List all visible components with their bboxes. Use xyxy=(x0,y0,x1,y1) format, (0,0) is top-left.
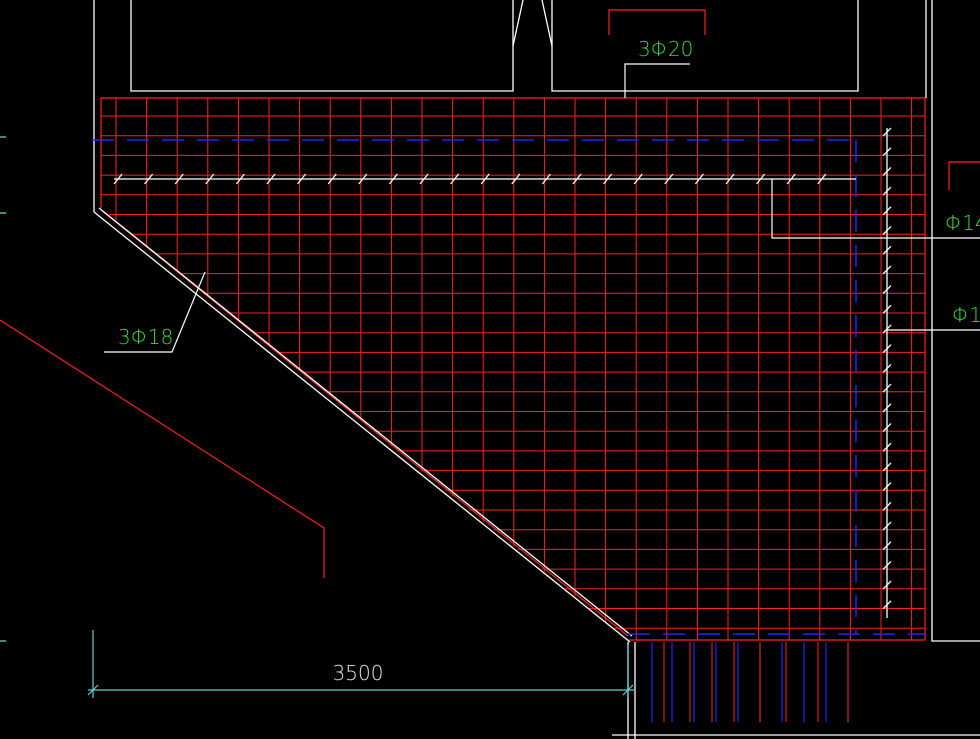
rebar-tick xyxy=(235,173,245,185)
rebar-tick xyxy=(882,344,892,354)
rebar-tick xyxy=(882,206,892,216)
rebar-tick xyxy=(882,226,892,235)
rebar-tick xyxy=(144,173,154,185)
leaders xyxy=(104,63,980,353)
rebar-tick xyxy=(882,324,892,334)
haunch-inner-line xyxy=(98,207,633,637)
rebar-tick xyxy=(882,560,892,570)
rebar-tick xyxy=(603,173,613,185)
rebar-tick xyxy=(882,245,892,255)
rebar-tick xyxy=(882,147,892,157)
rebar-tick xyxy=(266,173,276,185)
dimension-3500 xyxy=(87,630,634,698)
rebar-tick xyxy=(882,423,892,432)
rebar-tick xyxy=(388,173,398,185)
rebar-tick xyxy=(664,173,674,185)
dim-tick-right xyxy=(622,684,634,696)
center-taper-left xyxy=(512,0,524,47)
rebar-tick xyxy=(882,265,892,275)
grid-marks xyxy=(0,136,6,642)
leader-diagonal-bar xyxy=(104,271,206,353)
rebar-tick xyxy=(882,363,892,373)
rebar-tick xyxy=(694,173,704,185)
rebar-tick xyxy=(882,580,892,590)
rebar-tick xyxy=(882,285,892,295)
rebar-tick xyxy=(633,173,643,185)
center-taper-right xyxy=(541,0,553,47)
rebar-tick xyxy=(882,501,892,511)
label-diagonal-bar: 3Φ18 xyxy=(118,325,173,349)
dim-tick-left xyxy=(87,684,99,696)
rebar-tick xyxy=(882,383,892,393)
leader-right-upper xyxy=(771,179,980,239)
mesh-boundary xyxy=(100,97,926,641)
rebar-tick xyxy=(725,173,735,185)
label-right-upper: Φ14 xyxy=(945,211,980,235)
rebar-tick xyxy=(786,173,796,185)
rebar-tick xyxy=(205,173,215,185)
rebar-tick xyxy=(882,442,892,452)
rebar-tick xyxy=(541,173,551,185)
right-column-outer xyxy=(931,0,980,642)
column-red-lines xyxy=(663,642,849,722)
rebar-tick xyxy=(882,166,892,176)
rebar-tick xyxy=(817,173,827,185)
rebar-tick xyxy=(882,403,892,413)
right-bar-bracket xyxy=(948,161,980,190)
diagonal-bar-line xyxy=(0,319,325,578)
rebar-right-ticks xyxy=(882,127,892,610)
rebar-tick xyxy=(113,173,123,185)
rebar-tick xyxy=(882,462,892,472)
rebar-tick xyxy=(358,173,368,185)
rebar-top-ticks xyxy=(113,173,827,185)
label-right-lower: Φ14 xyxy=(952,303,980,327)
rebar-tick xyxy=(297,173,307,185)
rebar-tick xyxy=(882,304,892,314)
rebar-tick xyxy=(511,173,521,185)
rebar-tick xyxy=(174,173,184,185)
label-top-bar: 3Φ20 xyxy=(638,37,693,61)
rebar-tick xyxy=(327,173,337,185)
rebar-tick xyxy=(419,173,429,185)
rebar-tick xyxy=(882,541,892,551)
hidden-lines xyxy=(92,139,925,635)
rebar-tick xyxy=(480,173,490,185)
mesh-diagonal-edge xyxy=(100,209,629,637)
rebar-tick xyxy=(450,173,460,185)
top-bar-bracket xyxy=(608,9,706,35)
red-annotations xyxy=(0,9,980,578)
rebar-tick xyxy=(882,600,892,610)
rebar-tick xyxy=(882,186,892,196)
rebar-top xyxy=(113,173,856,185)
rebar-tick xyxy=(882,521,892,531)
rebar-right xyxy=(882,127,892,618)
leader-top-bar xyxy=(624,63,690,98)
rebar-tick xyxy=(572,173,582,185)
dimension-text: 3500 xyxy=(333,661,384,685)
haunch-edge-line xyxy=(93,211,631,643)
rebar-tick xyxy=(882,127,892,137)
rebar-tick xyxy=(882,482,892,492)
rebar-tick xyxy=(756,173,766,185)
